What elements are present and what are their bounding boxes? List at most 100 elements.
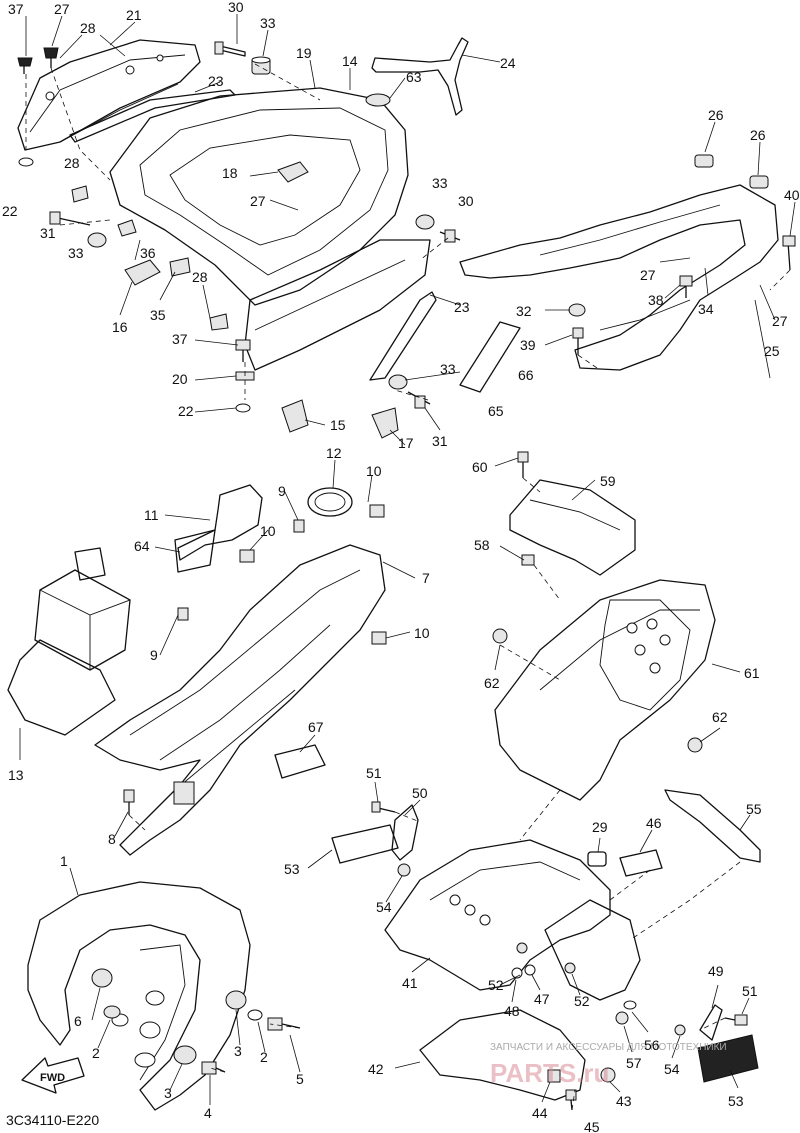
strap-part [174, 484, 263, 573]
mud-flap-part [419, 899, 641, 1101]
callout-label: 23 [208, 73, 224, 89]
bar-55-part [664, 789, 761, 863]
callout-label: 42 [368, 1061, 384, 1077]
callout-label: 22 [178, 403, 194, 419]
label-67-part [274, 744, 326, 779]
callout-label: 26 [750, 127, 766, 143]
clips-part [71, 161, 399, 439]
callout-label: 27 [640, 267, 656, 283]
callout-label: 64 [134, 538, 150, 554]
callout-label: 33 [68, 245, 84, 261]
callout-label: 28 [80, 20, 96, 36]
diagram-code: 3C34110-E220 [6, 1112, 99, 1128]
callout-label: 24 [500, 55, 516, 71]
callout-label: 30 [458, 193, 474, 209]
callout-label: 6 [74, 1013, 82, 1029]
callout-label: 28 [64, 155, 80, 171]
callout-label: 39 [520, 337, 536, 353]
callout-label: 62 [712, 709, 728, 725]
bracket-59-part [509, 451, 636, 576]
callout-label: 65 [488, 403, 504, 419]
callout-label: 59 [600, 473, 616, 489]
callout-label: 49 [708, 963, 724, 979]
reflector-part [331, 824, 759, 1083]
small-plates-part [587, 849, 663, 877]
callout-label: 33 [440, 361, 456, 377]
callout-label: 54 [376, 899, 392, 915]
callout-label: 2 [260, 1049, 268, 1065]
callout-label: 25 [764, 343, 780, 359]
callout-label: 16 [112, 319, 128, 335]
callout-label: 32 [516, 303, 532, 319]
callout-label: 17 [398, 435, 414, 451]
callout-label: 7 [422, 570, 430, 586]
callout-label: 44 [532, 1105, 548, 1121]
callout-label: 27 [250, 193, 266, 209]
callout-label: 48 [504, 1003, 520, 1019]
callout-label: 37 [8, 1, 24, 17]
leader-lines [19, 14, 796, 1111]
callout-label: 10 [260, 523, 276, 539]
callout-label: 15 [330, 417, 346, 433]
callout-label: 27 [772, 313, 788, 329]
watermark-logo: PARTS.ru [490, 1058, 609, 1088]
callout-label: 20 [172, 371, 188, 387]
callout-label: 66 [518, 367, 534, 383]
callout-label: 46 [646, 815, 662, 831]
callout-label: 52 [488, 977, 504, 993]
cap-63-part [365, 93, 391, 107]
callout-label: 63 [406, 69, 422, 85]
seat-cowl-part [109, 87, 431, 371]
reflector-bracket-part [391, 804, 723, 1041]
callout-label: 62 [484, 675, 500, 691]
callout-label: 54 [664, 1061, 680, 1077]
callout-label: 11 [144, 507, 159, 523]
callout-label: 50 [412, 785, 428, 801]
watermark-text: ЗАПЧАСТИ И АКСЕССУАРЫ ДЛЯ МОТОТЕХНИКИ [490, 1042, 727, 1053]
callout-label: 34 [698, 301, 714, 317]
callout-label: 14 [342, 53, 358, 69]
grommets-right-part [388, 214, 461, 409]
front-fender-part [27, 881, 251, 1111]
callout-label: 2 [92, 1045, 100, 1061]
callout-label: 47 [534, 991, 550, 1007]
callout-label: 27 [54, 1, 70, 17]
callout-label: 57 [626, 1055, 642, 1071]
callout-label: 55 [746, 801, 762, 817]
bolts-right-part [568, 275, 693, 355]
callout-label: 18 [222, 165, 238, 181]
callout-label: 45 [584, 1119, 600, 1133]
callout-label: 8 [108, 831, 116, 847]
seat-rail-bracket-part [459, 154, 796, 371]
callout-label: 12 [326, 445, 342, 461]
callout-label: 38 [648, 292, 664, 308]
callout-label: 58 [474, 537, 490, 553]
callout-label: 51 [366, 765, 382, 781]
callout-label: 53 [728, 1093, 744, 1109]
callout-label: 22 [2, 203, 18, 219]
callout-label: 56 [644, 1037, 660, 1053]
strip-part [459, 321, 521, 393]
callout-label: 31 [432, 433, 448, 449]
callout-label: 60 [472, 459, 488, 475]
callout-label: 5 [296, 1071, 304, 1087]
callout-label: 41 [402, 975, 418, 991]
screws-62-part [492, 628, 703, 753]
callout-label: 37 [172, 331, 188, 347]
callout-label: 43 [616, 1093, 632, 1109]
bracket-24-part [371, 37, 469, 116]
grommet-bolt-upper-part [214, 41, 271, 75]
callout-label: 28 [192, 269, 208, 285]
callout-label: 31 [40, 225, 56, 241]
callout-label: 30 [228, 0, 244, 15]
rear-frame-part [94, 504, 387, 856]
callout-label: 52 [574, 993, 590, 1009]
callout-label: 13 [8, 767, 24, 783]
callout-label: 10 [414, 625, 430, 641]
callout-label: 10 [366, 463, 382, 479]
ring-12-part [307, 487, 353, 517]
callout-label: 23 [454, 299, 470, 315]
callout-label: 1 [60, 853, 68, 869]
